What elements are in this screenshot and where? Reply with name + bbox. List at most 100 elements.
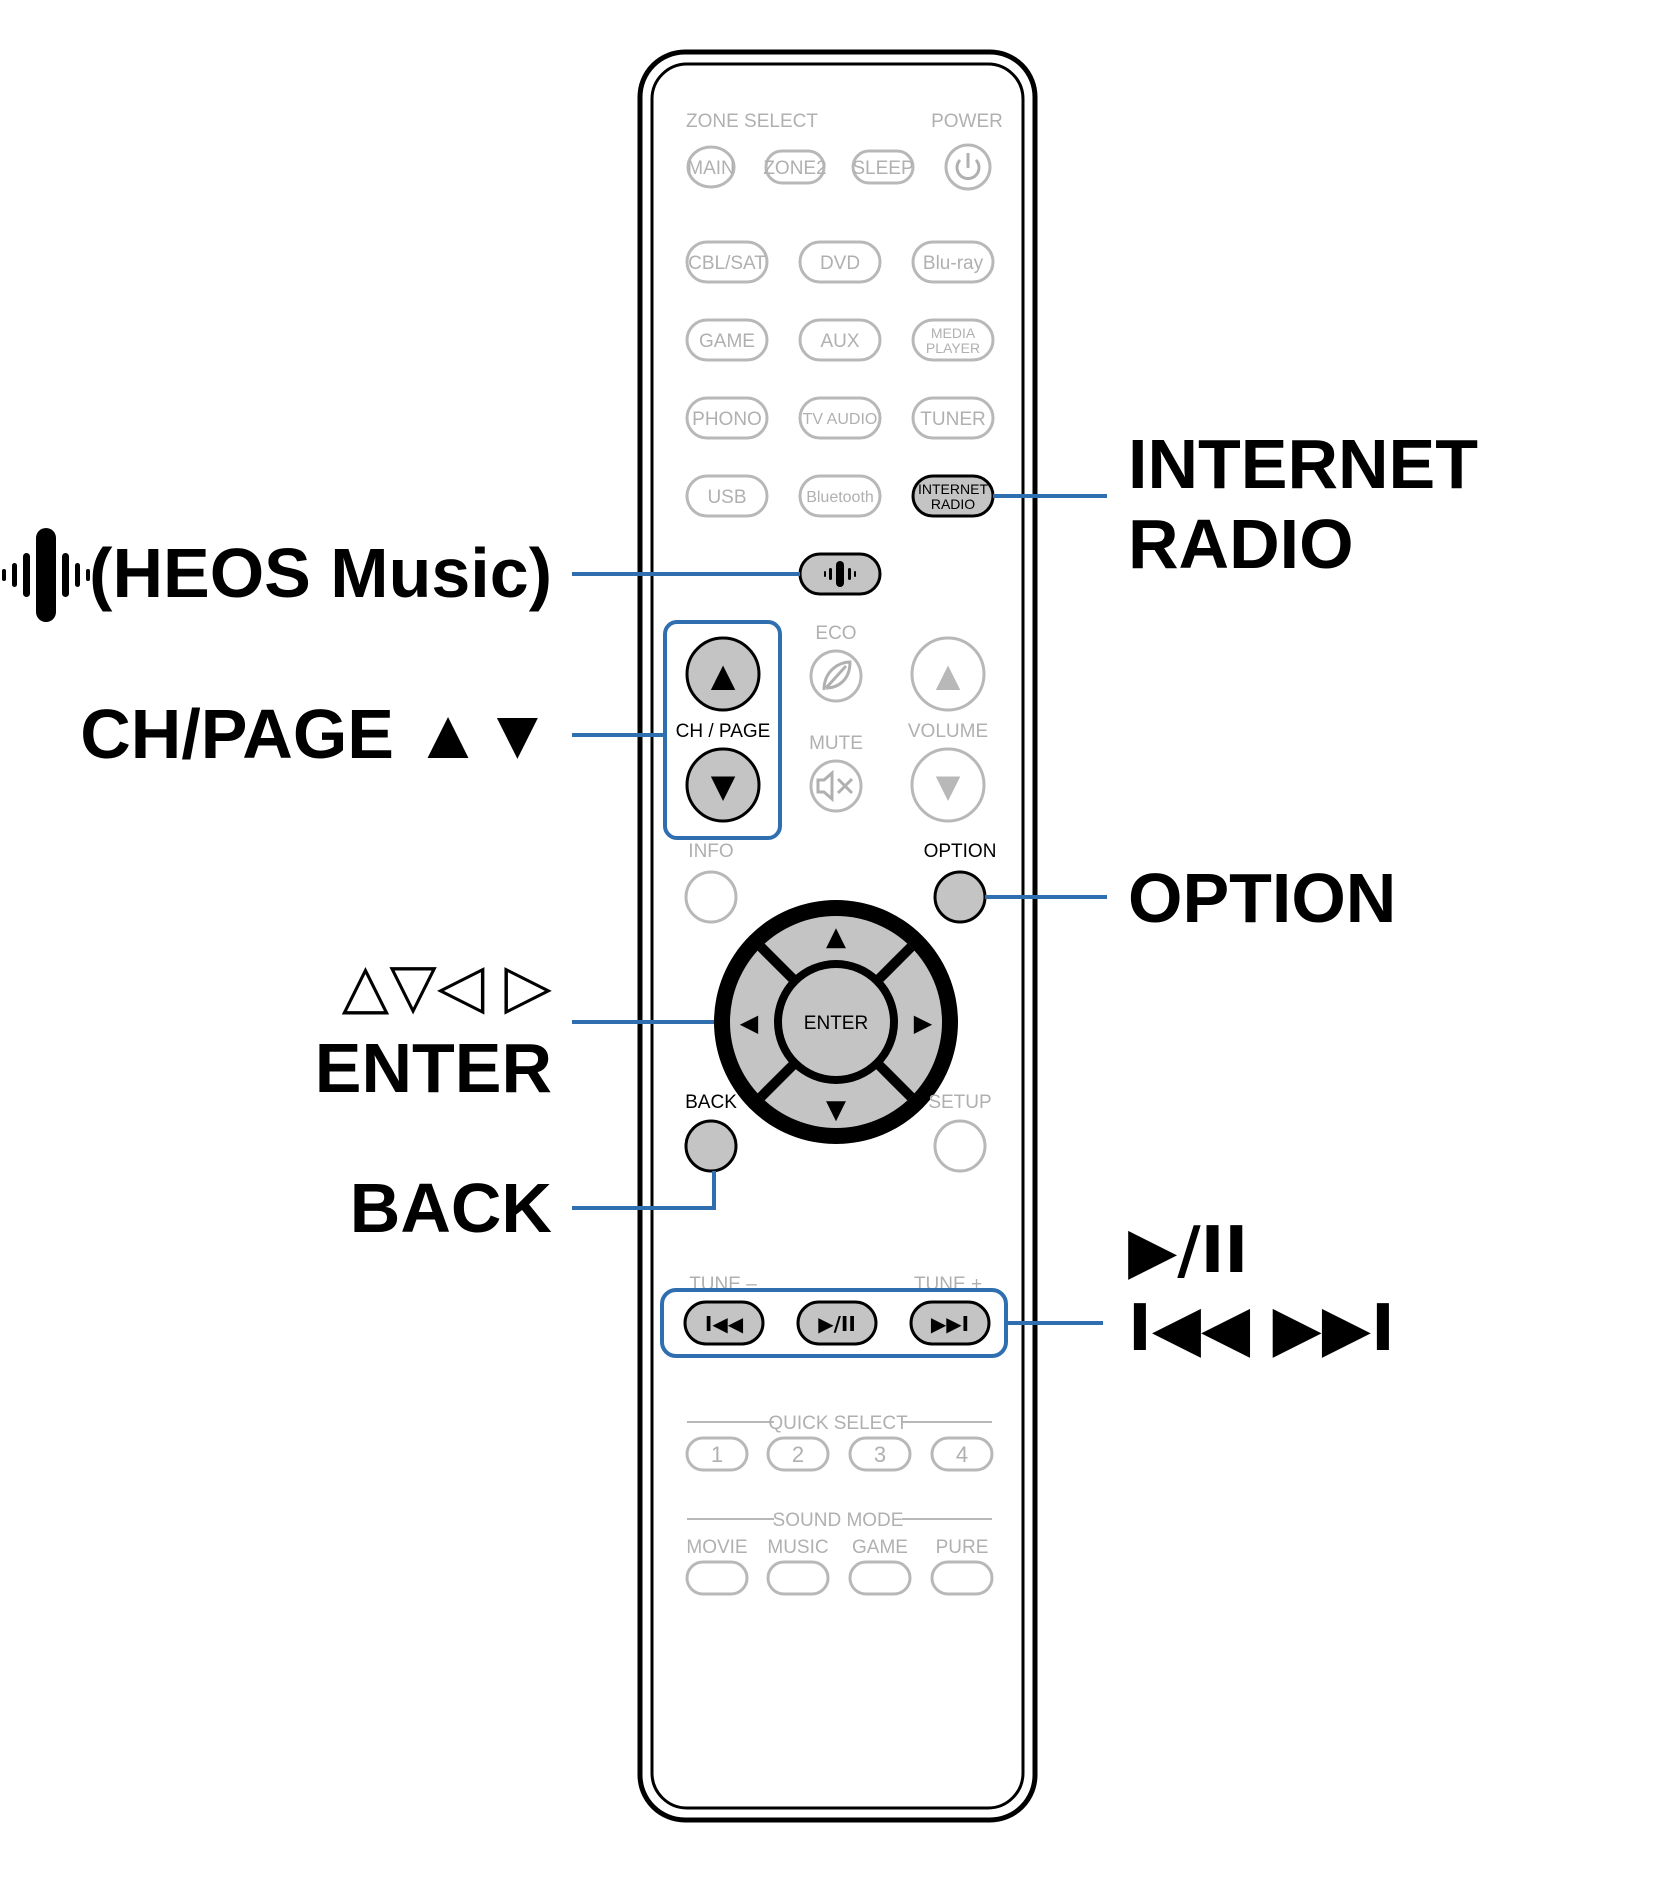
cursor-down-button[interactable]: ▼ — [826, 1095, 846, 1125]
quick-select-2-button[interactable]: 2 — [766, 1436, 830, 1472]
input-button-tv-audio[interactable]: TV AUDIO — [798, 396, 882, 440]
callout-internet-radio-line1: INTERNET — [1128, 425, 1478, 503]
back-button[interactable] — [684, 1119, 738, 1173]
prev-track-button[interactable]: I◀◀ — [683, 1300, 765, 1346]
sound-mode-music-label: MUSIC — [767, 1537, 828, 1558]
ch-page-up-button[interactable]: ▲ — [685, 636, 761, 712]
ch-page-label: CH / PAGE — [676, 721, 771, 742]
quick-select-3-label: 3 — [874, 1442, 886, 1467]
internet-radio-label-line2: RADIO — [931, 496, 975, 512]
prev-track-icon: I◀◀ — [705, 1312, 744, 1336]
usb-label: USB — [707, 487, 746, 508]
option-button[interactable] — [933, 870, 987, 924]
cursor-up-button[interactable]: ▲ — [826, 922, 846, 952]
cbl-sat-label: CBL/SAT — [688, 253, 766, 274]
input-button-cbl-sat[interactable]: CBL/SAT — [685, 240, 769, 284]
mute-button[interactable] — [809, 759, 863, 813]
up-arrow-icon: ▲ — [711, 656, 736, 694]
eco-label: ECO — [815, 623, 856, 644]
sound-mode-pure-label: PURE — [936, 1537, 989, 1558]
next-track-icon: ▶▶I — [931, 1312, 969, 1336]
tv-audio-label: TV AUDIO — [803, 411, 878, 428]
quick-select-2-label: 2 — [792, 1442, 804, 1467]
option-label: OPTION — [924, 841, 997, 862]
setup-button[interactable] — [933, 1119, 987, 1173]
sound-mode-section: SOUND MODE — [687, 1510, 992, 1531]
input-button-media-player[interactable]: MEDIA PLAYER — [911, 318, 995, 362]
callout-heos-music: (HEOS Music) — [89, 534, 552, 612]
volume-label: VOLUME — [908, 721, 988, 742]
cursor-right-button[interactable]: ▶ — [914, 1009, 933, 1037]
sleep-button[interactable]: SLEEP — [851, 149, 915, 185]
callout-ch-page: CH/PAGE ▲▼ — [80, 695, 552, 773]
sound-mode-music-button[interactable] — [766, 1560, 830, 1596]
quick-select-1-label: 1 — [711, 1442, 723, 1467]
quick-select-section: QUICK SELECT — [687, 1413, 992, 1434]
bluray-label: Blu-ray — [923, 253, 984, 274]
speaker-mute-icon — [816, 769, 854, 803]
zone-select-label: ZONE SELECT — [686, 111, 818, 132]
input-button-tuner[interactable]: TUNER — [911, 396, 995, 440]
input-button-bluetooth[interactable]: Bluetooth — [798, 474, 882, 518]
callout-heos-icon — [2, 528, 90, 622]
quick-select-3-button[interactable]: 3 — [848, 1436, 912, 1472]
heos-icon — [824, 561, 856, 587]
setup-label: SETUP — [928, 1092, 991, 1113]
heos-button[interactable] — [798, 552, 882, 596]
sound-mode-game-button[interactable] — [848, 1560, 912, 1596]
play-pause-icon: ▶/II — [818, 1312, 856, 1336]
leaf-icon — [822, 660, 852, 691]
volume-down-icon: ▼ — [936, 767, 961, 805]
quick-select-1-button[interactable]: 1 — [685, 1436, 749, 1472]
power-icon — [955, 153, 981, 180]
sound-mode-movie-label: MOVIE — [686, 1537, 747, 1558]
tuner-label: TUNER — [920, 409, 985, 430]
quick-select-4-label: 4 — [956, 1442, 968, 1467]
media-label-line2: PLAYER — [926, 340, 980, 356]
zone2-button[interactable]: ZONE2 — [763, 149, 827, 185]
internet-radio-button[interactable]: INTERNET RADIO — [911, 474, 995, 518]
play-pause-button[interactable]: ▶/II — [796, 1300, 878, 1346]
enter-button[interactable]: ENTER — [774, 960, 898, 1084]
game-label: GAME — [699, 331, 755, 352]
sound-mode-label: SOUND MODE — [773, 1510, 904, 1531]
info-button[interactable] — [684, 870, 738, 924]
quick-select-4-button[interactable]: 4 — [930, 1436, 994, 1472]
callout-play-pause: ▶/II — [1128, 1214, 1248, 1288]
ch-page-highlight — [663, 620, 782, 840]
down-arrow-icon: ▼ — [711, 767, 736, 805]
input-button-bluray[interactable]: Blu-ray — [911, 240, 995, 284]
sound-mode-pure-button[interactable] — [930, 1560, 994, 1596]
sound-mode-game-label: GAME — [852, 1537, 908, 1558]
mute-label: MUTE — [809, 733, 863, 754]
input-button-aux[interactable]: AUX — [798, 318, 882, 362]
quick-select-label: QUICK SELECT — [768, 1413, 908, 1434]
volume-down-button[interactable]: ▼ — [910, 747, 986, 823]
eco-button[interactable] — [809, 649, 863, 703]
back-label: BACK — [685, 1092, 737, 1113]
input-button-phono[interactable]: PHONO — [685, 396, 769, 440]
sleep-label: SLEEP — [852, 158, 913, 179]
bluetooth-label: Bluetooth — [806, 489, 874, 506]
next-track-button[interactable]: ▶▶I — [909, 1300, 991, 1346]
zone2-label: ZONE2 — [763, 158, 826, 179]
enter-label: ENTER — [804, 1013, 868, 1034]
phono-label: PHONO — [692, 409, 762, 430]
volume-up-icon: ▲ — [936, 656, 961, 694]
internet-radio-label-line1: INTERNET — [918, 481, 988, 497]
power-button[interactable] — [944, 143, 992, 191]
callout-internet-radio-line2: RADIO — [1128, 505, 1354, 583]
volume-up-button[interactable]: ▲ — [910, 636, 986, 712]
sound-mode-movie-button[interactable] — [685, 1560, 749, 1596]
info-label: INFO — [688, 841, 733, 862]
ch-page-down-button[interactable]: ▼ — [685, 747, 761, 823]
input-button-game[interactable]: GAME — [685, 318, 769, 362]
main-button[interactable]: MAIN — [686, 145, 736, 189]
cursor-left-button[interactable]: ◀ — [740, 1009, 759, 1037]
callout-enter: ENTER — [315, 1029, 552, 1107]
input-button-usb[interactable]: USB — [685, 474, 769, 518]
callout-skip: I◀◀ ▶▶I — [1128, 1292, 1395, 1366]
input-button-dvd[interactable]: DVD — [798, 240, 882, 284]
media-label-line1: MEDIA — [931, 325, 976, 341]
